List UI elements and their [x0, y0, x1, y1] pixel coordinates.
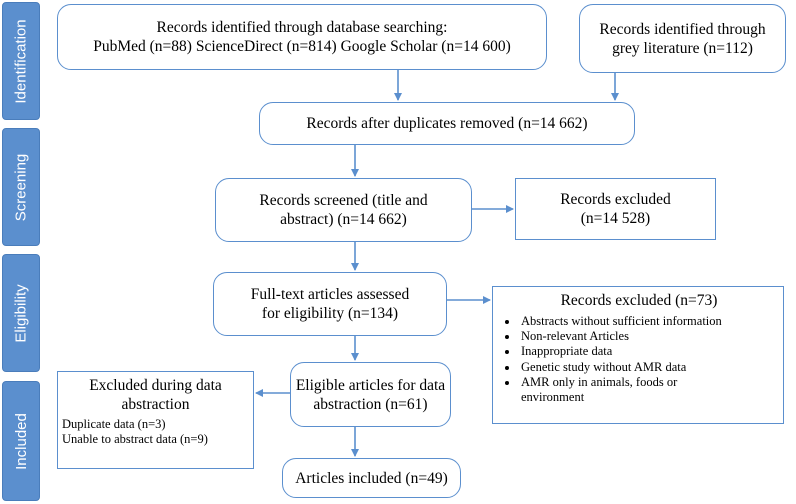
records-excluded-screening-box: Records excluded (n=14 528)	[515, 178, 716, 240]
duplicates-removed-box: Records after duplicates removed (n=14 6…	[259, 102, 635, 145]
excluded-abstraction-title-line2: abstraction	[121, 396, 190, 413]
eligible-articles-box: Eligible articles for data abstraction (…	[290, 362, 451, 427]
duplicates-removed-label: Records after duplicates removed (n=14 6…	[306, 115, 588, 132]
phase-screening: Screening	[2, 128, 40, 246]
records-excluded-screening-count: (n=14 528)	[580, 210, 651, 227]
records-identified-sources: PubMed (n=88) ScienceDirect (n=814) Goog…	[93, 38, 511, 55]
excluded-abstraction-unable: Unable to abstract data (n=9)	[62, 432, 208, 446]
records-identified-title: Records identified through database sear…	[156, 19, 448, 36]
phase-included: Included	[2, 381, 40, 501]
exclusion-reason-item: Inappropriate data	[519, 344, 777, 359]
records-excluded-fulltext-title: Records excluded (n=73)	[560, 292, 718, 309]
exclusion-reason-item: Non-relevant Articles	[519, 329, 777, 344]
records-identified-grey-box: Records identified through grey literatu…	[579, 4, 786, 73]
articles-included-box: Articles included (n=49)	[282, 458, 461, 498]
exclusion-reason-item: Abstracts without sufficient information	[519, 314, 777, 329]
fulltext-assessed-line1: Full-text articles assessed	[250, 286, 410, 303]
phase-identification: Identification	[2, 2, 40, 120]
records-screened-line1: Records screened (title and	[259, 192, 428, 209]
grey-literature-count: grey literature (n=112)	[612, 39, 753, 57]
exclusion-reasons-list: Abstracts without sufficient information…	[501, 314, 777, 405]
fulltext-assessed-line2: for eligibility (n=134)	[261, 305, 399, 322]
records-excluded-screening-title: Records excluded	[560, 191, 671, 208]
records-screened-line2: abstract) (n=14 662)	[280, 211, 407, 228]
phase-eligibility: Eligibility	[2, 254, 40, 372]
records-screened-box: Records screened (title and abstract) (n…	[215, 178, 472, 242]
records-identified-database-box: Records identified through database sear…	[57, 4, 547, 70]
excluded-abstraction-title-line1: Excluded during data	[89, 377, 222, 394]
exclusion-reason-item: Genetic study without AMR data	[519, 360, 777, 375]
eligible-articles-line1: Eligible articles for data	[295, 376, 446, 394]
exclusion-reason-item: AMR only in animals, foods or environmen…	[519, 375, 741, 405]
articles-included-label: Articles included (n=49)	[295, 469, 448, 487]
excluded-data-abstraction-box: Excluded during data abstraction Duplica…	[57, 371, 254, 469]
grey-literature-title: Records identified through	[599, 20, 766, 38]
eligible-articles-line2: abstraction (n=61)	[313, 395, 428, 413]
fulltext-assessed-box: Full-text articles assessed for eligibil…	[213, 272, 447, 336]
excluded-abstraction-duplicate: Duplicate data (n=3)	[62, 417, 166, 431]
records-excluded-fulltext-box: Records excluded (n=73) Abstracts withou…	[492, 286, 784, 424]
